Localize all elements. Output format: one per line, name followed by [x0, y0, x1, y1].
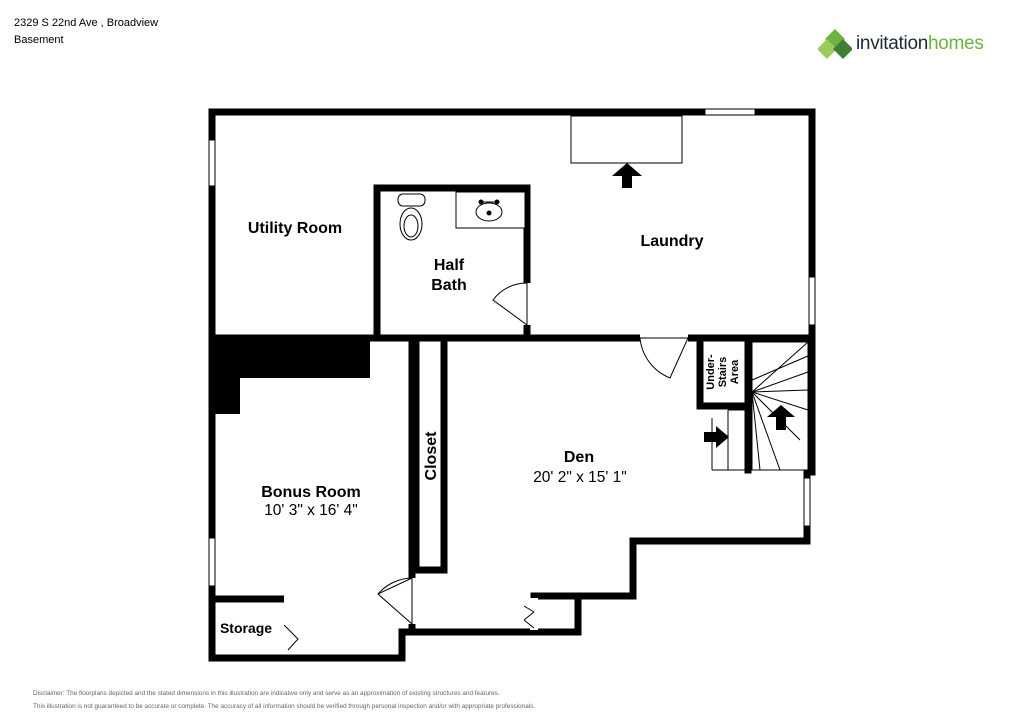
under-stairs-label-line2: Stairs — [717, 357, 729, 388]
company-logo: invitationhomes — [818, 27, 984, 61]
logo-word-homes: homes — [928, 33, 984, 54]
under-stairs-label-line3: Area — [729, 359, 741, 384]
logo-mark-icon — [818, 29, 852, 59]
chimney-block — [212, 340, 370, 414]
disclaimer-line2: This illustration is not guaranteed to b… — [33, 703, 536, 710]
doors — [283, 282, 689, 651]
den-label: Den — [564, 449, 594, 466]
den-dimensions: 20' 2" x 15' 1" — [533, 469, 627, 486]
under-stairs-label-line1: Under- — [705, 354, 717, 390]
half-bath-label-line1: Half — [434, 257, 465, 274]
stairs-up-arrow-icon — [767, 405, 795, 430]
logo-wordmark: invitationhomes — [856, 33, 984, 55]
bath-fixtures — [397, 191, 526, 241]
stairs-right-arrow-icon — [704, 426, 729, 448]
windows — [208, 108, 816, 587]
laundry-appliance — [570, 115, 683, 164]
laundry-label: Laundry — [640, 233, 703, 250]
disclaimer-line1: Disclaimer: The floorplans depicted and … — [33, 690, 500, 697]
laundry-arrow-icon — [612, 163, 642, 188]
utility-room-label: Utility Room — [248, 220, 342, 237]
logo-word-invitation: invitation — [856, 33, 928, 54]
under-stairs-label: Under- Stairs Area — [705, 354, 741, 390]
storage-label: Storage — [220, 620, 272, 636]
closet-label: Closet — [423, 431, 440, 481]
bonus-room-label: Bonus Room — [261, 484, 361, 501]
floor-level-label: Basement — [14, 34, 64, 46]
bonus-room-dimensions: 10' 3" x 16' 4" — [264, 502, 358, 519]
half-bath-label-line2: Bath — [431, 277, 467, 294]
property-address: 2329 S 22nd Ave , Broadview — [14, 17, 159, 29]
